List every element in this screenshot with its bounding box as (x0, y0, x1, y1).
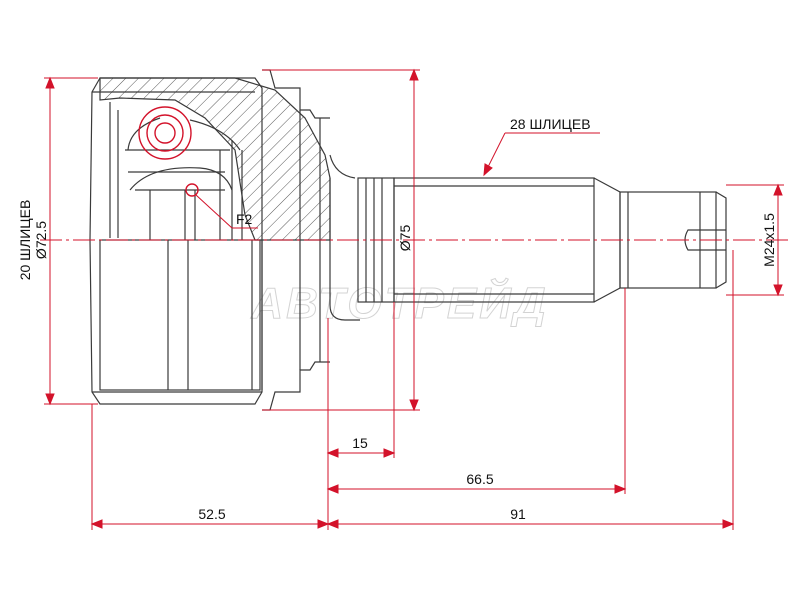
dim-body-length: 52.5 (198, 506, 225, 522)
ball (138, 106, 199, 197)
housing-outline (89, 77, 263, 405)
dim-stem-length: 91 (510, 506, 526, 522)
housing-section-hatch (99, 77, 331, 241)
callout-label: F2 (236, 211, 253, 227)
shaft-splines-label: 28 ШЛИЦЕВ (510, 116, 591, 132)
shaft (357, 177, 727, 303)
dimension-lines (44, 68, 784, 530)
flange-diameter-label: Ø75 (397, 225, 413, 252)
outer-splines-label: 20 ШЛИЦЕВ (17, 200, 33, 281)
dim-shoulder-length: 15 (352, 435, 368, 451)
housing (89, 77, 331, 405)
dim-shaft-length: 66.5 (466, 471, 493, 487)
outer-diameter-label: Ø72.5 (33, 221, 49, 259)
thread-label: M24x1.5 (761, 213, 777, 267)
